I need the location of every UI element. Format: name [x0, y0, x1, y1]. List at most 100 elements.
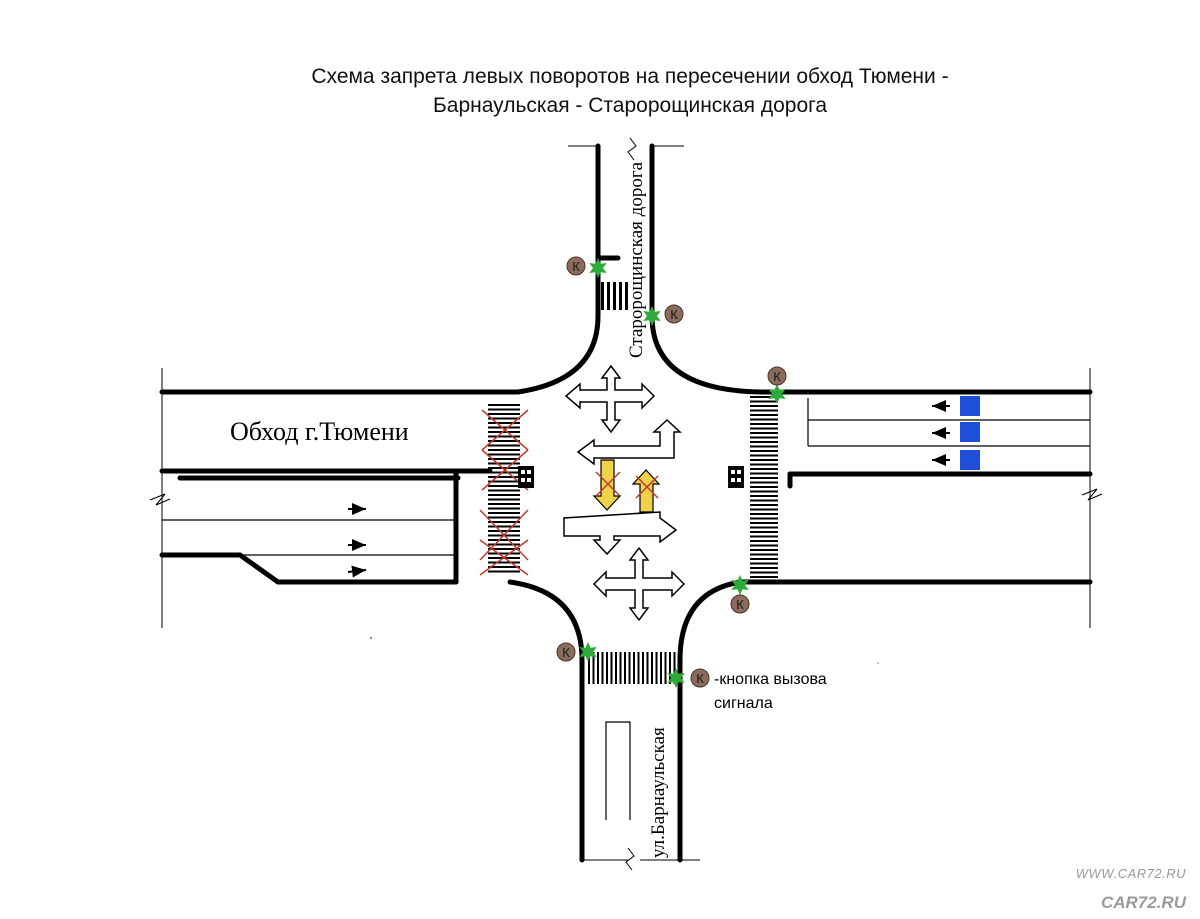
crosswalk-stripe: [750, 490, 778, 493]
west-arrow-with-branch: [576, 418, 682, 466]
crosswalk-stripe: [750, 508, 778, 511]
blue-sign: [960, 422, 980, 442]
blue-lane-signs: [960, 396, 980, 470]
crosswalk-stripe: [488, 521, 520, 523]
pedestrian-light-icon: [579, 642, 597, 662]
road-name-west: Обход г.Тюмени: [230, 417, 409, 446]
crosswalk-stripe: [750, 504, 778, 506]
road-name-south: ул.Барнаульская: [648, 727, 669, 858]
cross-arrow-south: [592, 546, 686, 622]
crosswalk-stripe: [488, 503, 520, 505]
pedestrian-light-icon: [643, 306, 661, 326]
crosswalk-stripe: [488, 449, 520, 451]
watermark-url: WWW.CAR72.RU: [1075, 866, 1186, 881]
crosswalk-stripe: [488, 561, 520, 564]
crosswalk-stripe: [488, 413, 520, 415]
crosswalk-stripe: [488, 507, 520, 510]
crosswalk-stripe: [488, 480, 520, 483]
crosswalk-stripe: [592, 652, 595, 684]
traffic-light-east: [728, 466, 744, 488]
turn-prohibition-crosses: [595, 471, 659, 499]
crosswalk-stripe: [750, 405, 778, 407]
call-button-icon: К: [556, 642, 576, 662]
crosswalk-stripe: [642, 652, 644, 684]
crosswalk-stripe: [624, 652, 626, 684]
blue-sign: [960, 396, 980, 416]
crosswalk-stripe: [488, 570, 520, 573]
call-button-icon: К: [664, 304, 684, 324]
pedestrian-light-icon: [768, 384, 786, 404]
crosswalk-stripe: [488, 431, 520, 433]
crosswalk-stripe: [750, 441, 778, 443]
crosswalk-stripe: [750, 477, 778, 479]
call-button-icon: К: [690, 668, 710, 688]
crosswalk-stripe: [750, 535, 778, 538]
svg-text:К: К: [696, 671, 704, 686]
crosswalk-stripe: [488, 444, 520, 447]
lane-arrows-east: [932, 400, 950, 466]
crosswalk-north: [601, 282, 628, 310]
watermark-logo: CAR72.RU: [1100, 893, 1186, 912]
crosswalk-stripe: [488, 543, 520, 546]
crosswalk-stripe: [750, 567, 778, 569]
crosswalk-stripe: [750, 445, 778, 448]
crosswalk-stripe: [488, 539, 520, 541]
crosswalk-stripe: [619, 652, 622, 684]
crosswalk-stripe: [488, 552, 520, 555]
title-line-1: Схема запрета левых поворотов на пересеч…: [311, 65, 949, 88]
crosswalk-stripe: [488, 426, 520, 429]
crosswalk-stripe: [750, 540, 778, 542]
road-boundaries: [149, 137, 1103, 871]
crosswalk-stripe: [750, 400, 778, 403]
crosswalk-stripe: [750, 481, 778, 484]
crosswalk-stripe: [750, 423, 778, 425]
crosswalk-stripe: [628, 652, 631, 684]
crosswalk-stripe: [750, 558, 778, 560]
crosswalk-stripe: [750, 396, 778, 398]
crosswalk-stripe: [597, 652, 599, 684]
crosswalk-stripe: [750, 495, 778, 497]
crosswalk-stripe: [488, 435, 520, 438]
crosswalk-stripe: [750, 517, 778, 520]
crosswalk-stripe: [750, 486, 778, 488]
crosswalk-stripe: [488, 525, 520, 528]
call-button-icon: К: [767, 366, 787, 386]
crosswalk-stripe: [488, 458, 520, 460]
crosswalk-stripe: [488, 476, 520, 478]
crosswalk-stripe: [750, 454, 778, 457]
crosswalk-stripe: [488, 471, 520, 474]
crosswalk-stripe: [488, 467, 520, 469]
crosswalk-stripe: [488, 453, 520, 456]
crosswalk-stripe: [633, 652, 635, 684]
svg-text:К: К: [670, 307, 678, 322]
crosswalk-stripe: [750, 472, 778, 475]
crosswalk-stripe: [610, 652, 613, 684]
svg-text:К: К: [773, 369, 781, 384]
svg-text:К: К: [562, 645, 570, 660]
crosswalk-stripe: [637, 652, 640, 684]
crosswalk-stripe: [655, 652, 658, 684]
crosswalk-stripe: [750, 450, 778, 452]
crosswalk-stripe: [750, 562, 778, 565]
crosswalk-stripe: [750, 522, 778, 524]
call-button-icon: К: [730, 594, 750, 614]
crosswalk-stripe: [673, 652, 676, 684]
crosswalk-stripe: [750, 463, 778, 466]
cross-arrow-north: [564, 364, 656, 434]
crosswalk-stripe: [588, 652, 590, 684]
east-arrow-with-branch: [563, 511, 678, 556]
crosswalk-stripe: [488, 548, 520, 550]
crosswalk-stripe: [750, 526, 778, 529]
crosswalk-stripe: [488, 489, 520, 492]
crosswalk-stripe: [750, 436, 778, 439]
crosswalk-stripe: [615, 652, 617, 684]
crosswalk-stripe: [488, 498, 520, 501]
crosswalk-stripe: [488, 530, 520, 532]
road-name-north: Старорощинская дорога: [626, 161, 647, 358]
diagram-title: Схема запрета левых поворотов на пересеч…: [200, 62, 1060, 120]
blue-sign: [960, 450, 980, 470]
crosswalk-stripe: [750, 571, 778, 574]
crosswalk-stripe: [488, 417, 520, 420]
crosswalk-stripe: [750, 468, 778, 470]
